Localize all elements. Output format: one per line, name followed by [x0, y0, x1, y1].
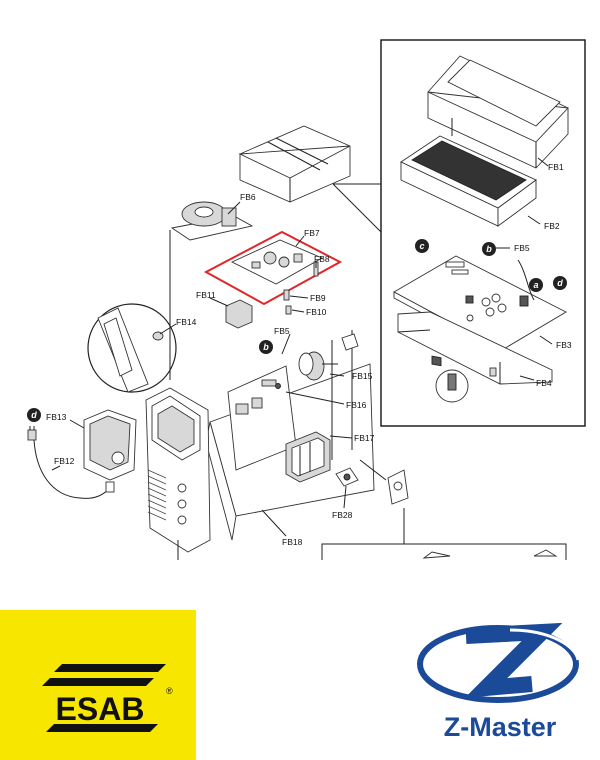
esab-logo: ESAB ® [0, 610, 196, 760]
label-fb17: FB17 [354, 433, 375, 443]
part-front-panel [145, 387, 211, 560]
svg-text:d: d [557, 278, 563, 288]
esab-wordmark: ESAB [56, 691, 145, 727]
part-fb7-power-board [230, 239, 324, 285]
svg-text:d: d [31, 410, 37, 420]
part-plug-d [27, 426, 37, 441]
callout-badge-d-inset: d [553, 276, 567, 290]
label-fb14: FB14 [176, 317, 197, 327]
label-fb1: FB1 [548, 162, 564, 172]
highlight-box-fb7 [203, 230, 343, 306]
exploded-parts-diagram: FB1 FB2 FB5 FB3 FB4 FB6 FB7 FB8 FB9 FB10… [27, 39, 586, 560]
label-fb5-inset: FB5 [514, 243, 530, 253]
part-fb2-display-panel [400, 135, 537, 227]
callout-badge-d-main: d [27, 408, 41, 422]
part-fb12-cable [33, 439, 111, 499]
label-fb18: FB18 [282, 537, 303, 547]
esab-registered-mark: ® [166, 686, 173, 696]
part-fb14-detail [87, 303, 177, 393]
callout-badge-c: c [415, 239, 429, 253]
part-fb11-relay [225, 299, 253, 329]
svg-text:b: b [263, 342, 269, 352]
svg-text:c: c [419, 241, 424, 251]
label-fb15: FB15 [352, 371, 373, 381]
label-fb11: FB11 [196, 290, 216, 300]
label-fb10: FB10 [306, 307, 327, 317]
part-fb15-fan-motor [298, 351, 338, 381]
callout-badge-b-main: b [259, 340, 273, 354]
part-fb13-meter [83, 409, 137, 481]
label-fb8: FB8 [314, 254, 330, 264]
svg-text:a: a [533, 280, 538, 290]
part-standoff-detail [435, 369, 469, 403]
label-fb2: FB2 [544, 221, 560, 231]
label-fb3: FB3 [556, 340, 572, 350]
label-fb16: FB16 [346, 400, 367, 410]
label-fb28: FB28 [332, 510, 353, 520]
svg-text:b: b [486, 244, 492, 254]
label-fb12: FB12 [54, 456, 75, 466]
zmaster-logo: Z-Master [400, 610, 600, 760]
label-fb4: FB4 [536, 378, 552, 388]
part-fb28-connector [335, 467, 359, 487]
part-fb4-mounting-tray [397, 311, 553, 385]
part-fb1-cover [427, 55, 569, 169]
zmaster-emblem [417, 622, 580, 703]
part-top-cover [238, 125, 351, 203]
callout-badge-a: a [529, 278, 543, 292]
label-fb6: FB6 [240, 192, 256, 202]
zmaster-wordmark: Z-Master [443, 712, 557, 742]
part-fb6-toroid-bracket [170, 201, 254, 241]
part-fb17-transformer [285, 431, 331, 483]
part-fb16-sensor [261, 379, 281, 389]
part-socket-plate [387, 469, 409, 505]
callout-badge-b-inset: b [482, 242, 496, 256]
label-fb7: FB7 [304, 228, 320, 238]
label-fb13: FB13 [46, 412, 67, 422]
label-fb9: FB9 [310, 293, 326, 303]
label-fb5-main: FB5 [274, 326, 290, 336]
bottom-detail-frame [321, 508, 405, 560]
